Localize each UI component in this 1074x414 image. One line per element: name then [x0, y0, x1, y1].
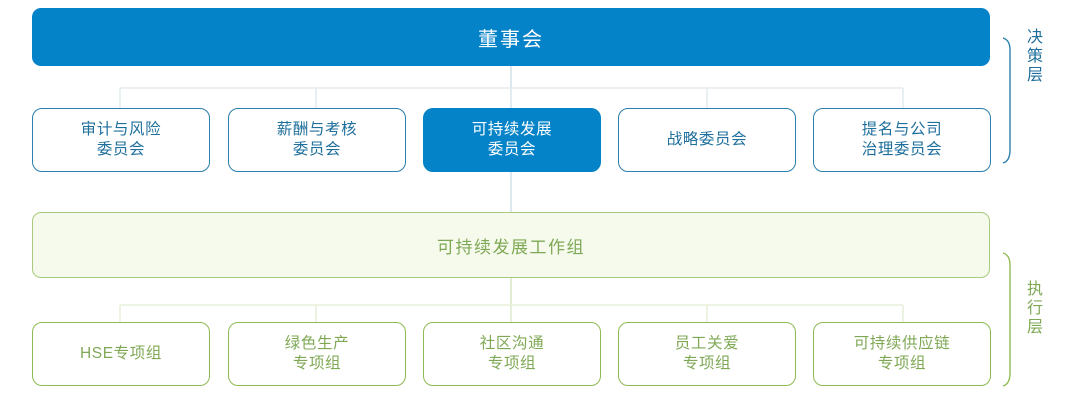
layer-label-execution: 执行层	[1024, 280, 1041, 337]
board-of-directors-banner[interactable]: 董事会	[32, 8, 990, 66]
team-box-community-communication[interactable]: 社区沟通 专项组	[423, 322, 601, 386]
team-box-hse[interactable]: HSE专项组	[32, 322, 210, 386]
team-box-employee-care[interactable]: 员工关爱 专项组	[618, 322, 796, 386]
committee-box-strategy[interactable]: 战略委员会	[618, 108, 796, 172]
team-box-sustainable-supply-chain[interactable]: 可持续供应链 专项组	[813, 322, 991, 386]
team-box-green-production[interactable]: 绿色生产 专项组	[228, 322, 406, 386]
layer-label-decision: 决策层	[1024, 28, 1041, 85]
committee-box-audit-risk[interactable]: 审计与风险 委员会	[32, 108, 210, 172]
committee-box-compensation-appraisal[interactable]: 薪酬与考核 委员会	[228, 108, 406, 172]
working-group-banner[interactable]: 可持续发展工作组	[32, 212, 990, 278]
committee-box-sustainable-development[interactable]: 可持续发展 委员会	[423, 108, 601, 172]
committee-box-nomination-governance[interactable]: 提名与公司 治理委员会	[813, 108, 991, 172]
